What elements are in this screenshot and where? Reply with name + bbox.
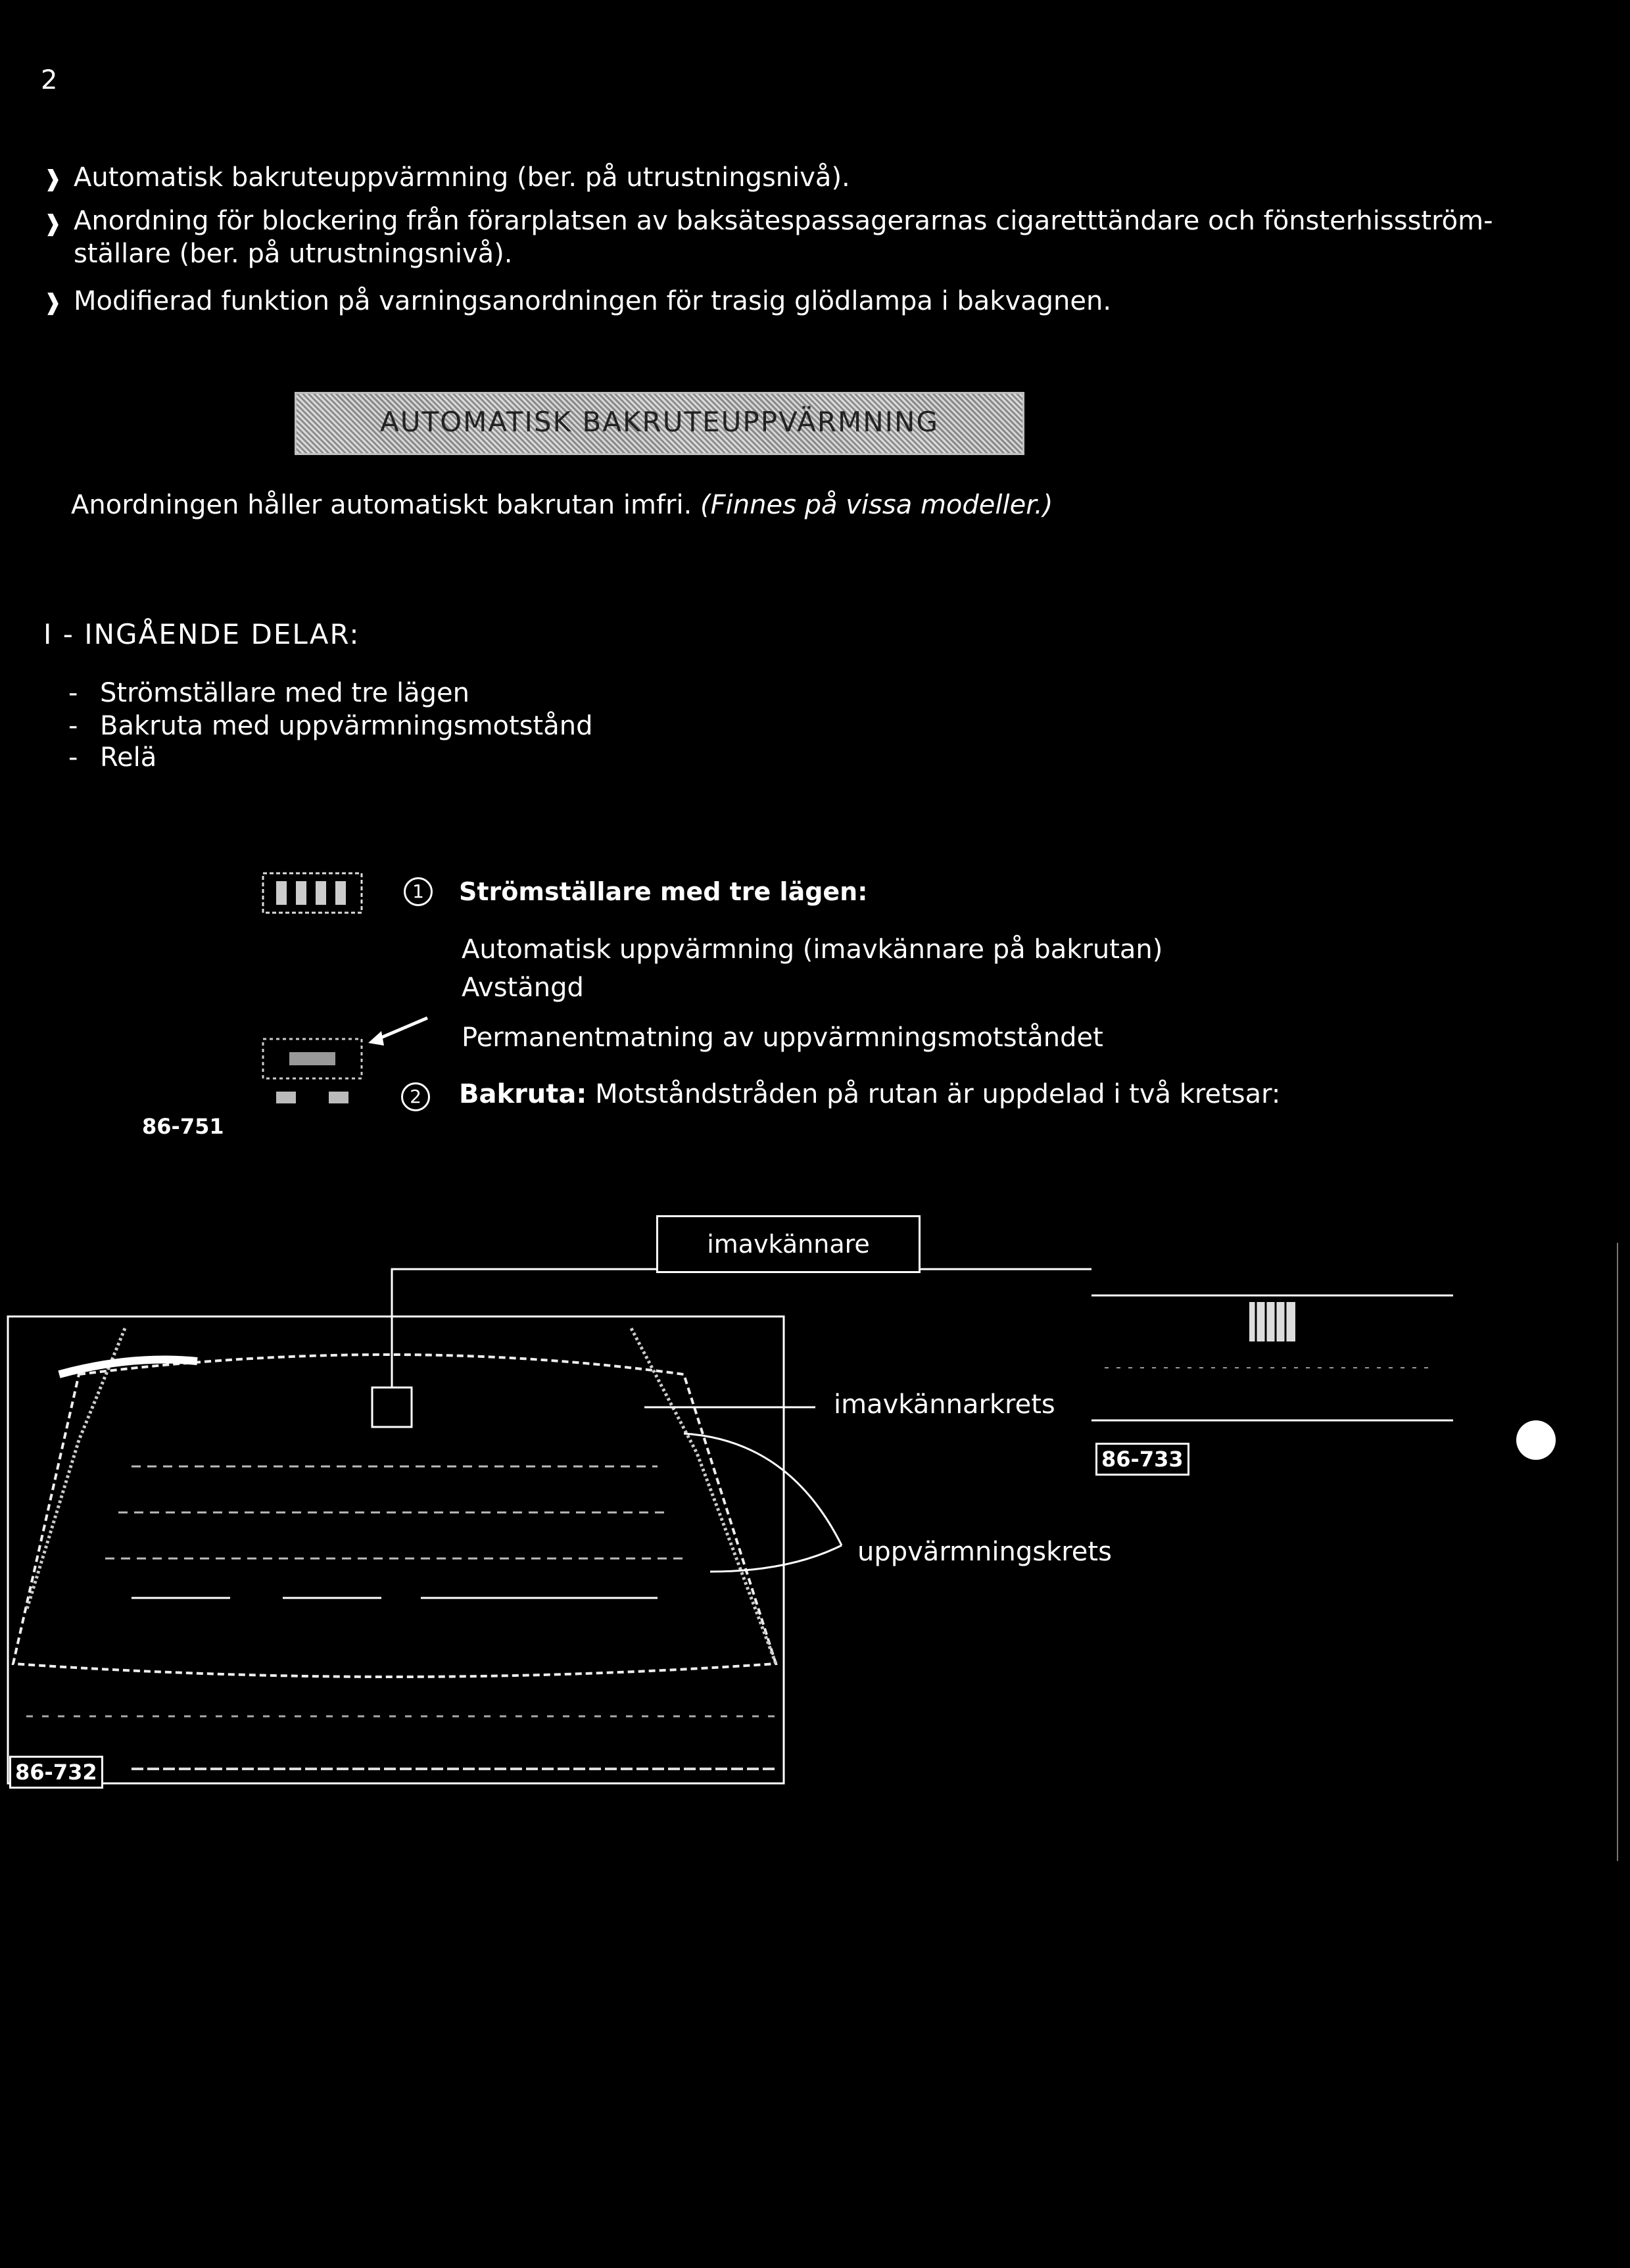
item-2-title: Bakruta: <box>459 1079 587 1109</box>
item-2-number: 2 <box>401 1082 430 1111</box>
switch-figure-label: 86-751 <box>142 1114 224 1139</box>
switch-illustration <box>262 872 428 1103</box>
bullet-icon: ❱ <box>43 166 62 192</box>
part-item-3: Relä <box>100 742 157 773</box>
sensor-circuit-label: imavkännarkrets <box>834 1389 1055 1420</box>
bullet-icon: ❱ <box>43 289 62 316</box>
detail-figure-label: 86-733 <box>1095 1443 1189 1476</box>
heating-circuit-label: uppvärmningskrets <box>857 1537 1112 1567</box>
intro-bullet-2-cont: ställare (ber. på utrustningsnivå). <box>74 239 513 269</box>
item-1-number: 1 <box>404 877 433 906</box>
page-number: 2 <box>41 65 58 95</box>
window-figure-label: 86-732 <box>9 1756 103 1789</box>
switch-position-1: Automatisk uppvärmning (imavkännare på b… <box>462 934 1163 965</box>
parts-dash: - <box>68 678 78 708</box>
switch-position-3: Permanentmatning av uppvärmningsmotstånd… <box>462 1023 1103 1053</box>
section-banner: AUTOMATISK BAKRUTEUPPVÄRMNING <box>295 392 1024 455</box>
bullet-icon: ❱ <box>43 210 62 237</box>
item-2-text: Motståndstråden på rutan är uppdelad i t… <box>595 1079 1281 1109</box>
description: Anordningen håller automatiskt bakrutan … <box>71 489 1053 521</box>
item-2-line: Bakruta: Motståndstråden på rutan är upp… <box>459 1078 1280 1110</box>
parts-dash: - <box>68 742 78 773</box>
item-1-title: Strömställare med tre lägen: <box>459 877 868 906</box>
part-item-1: Strömställare med tre lägen <box>100 678 469 708</box>
rear-window-diagram <box>7 1243 1618 1861</box>
intro-bullet-1: Automatisk bakruteuppvärmning (ber. på u… <box>74 162 850 193</box>
banner-title: AUTOMATISK BAKRUTEUPPVÄRMNING <box>379 406 940 438</box>
intro-bullet-3: Modifierad funktion på varningsanordning… <box>74 286 1112 316</box>
parts-dash: - <box>68 711 78 741</box>
section-heading: I - INGÅENDE DELAR: <box>43 618 360 650</box>
intro-bullet-2: Anordning för blockering från förarplats… <box>74 206 1493 236</box>
description-note: (Finnes på vissa modeller.) <box>700 490 1053 520</box>
switch-position-2: Avstängd <box>462 973 584 1003</box>
sensor-label: imavkännare <box>656 1215 921 1273</box>
part-item-2: Bakruta med uppvärmningsmotstånd <box>100 711 593 741</box>
description-text: Anordningen håller automatiskt bakrutan … <box>71 490 692 520</box>
